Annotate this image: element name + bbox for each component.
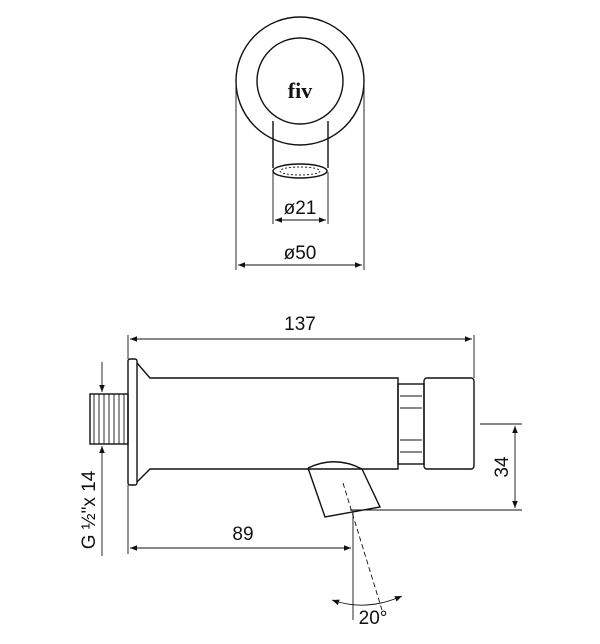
spout-front-outline: [272, 121, 329, 168]
hex-nut-lines: [400, 395, 422, 453]
aerator-inner: [279, 166, 321, 176]
push-button-head: [423, 377, 475, 470]
side-view: 137 34 89 G ½"x 14 20°: [79, 314, 522, 629]
thread-hatching: [93, 394, 125, 444]
spout-centerline: [342, 482, 383, 611]
dim-outlet-diameter: ø21: [284, 198, 317, 219]
dim-outlet-distance: 89: [232, 524, 253, 545]
brand-logo: fiv: [288, 78, 312, 103]
spout-outline: [307, 467, 382, 518]
wall-flange: [127, 358, 138, 486]
cap-outline: [256, 37, 344, 125]
dim-thread: G ½"x 14: [79, 470, 100, 549]
spout-top-curve: [307, 461, 363, 470]
dim-outlet-height: 34: [492, 456, 513, 478]
front-view: fiv ø21 ø50: [235, 16, 365, 270]
dim-angle: 20°: [359, 608, 388, 629]
aerator-outline: [272, 163, 328, 179]
dim-overall-length: 137: [284, 314, 316, 335]
angle-arc: [331, 595, 403, 606]
body-outline: [136, 362, 399, 483]
dim-rosette-diameter: ø50: [284, 243, 317, 264]
